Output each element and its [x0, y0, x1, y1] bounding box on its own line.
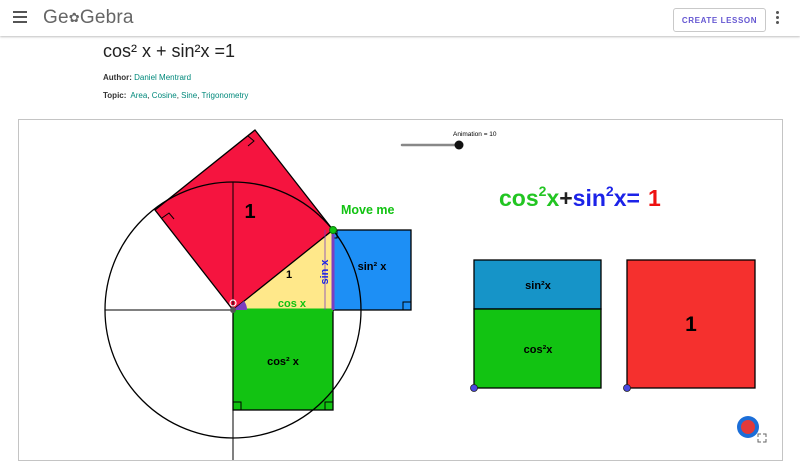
unit-square-label: 1	[244, 201, 255, 223]
equation-cos-x: x	[546, 185, 559, 211]
geogebra-logo[interactable]: Ge✿Gebra	[43, 7, 134, 28]
page-title: cos² x + sin²x =1	[103, 41, 236, 61]
stack-cos-squared-rect	[473, 308, 602, 389]
topic-separator: ,	[176, 91, 179, 100]
right-angle-mark	[247, 135, 255, 147]
sin-squared-label: sin² x	[358, 261, 388, 273]
move-me-label: Move me	[341, 203, 395, 217]
identity-equation: cos2x+sin2x=1	[499, 183, 661, 211]
equation-cos: cos	[499, 185, 539, 211]
create-lesson-button[interactable]: CREATE LESSON	[673, 8, 766, 32]
more-options-icon[interactable]	[776, 11, 780, 25]
origin-point	[230, 307, 236, 313]
topic-link-trigonometry[interactable]: Trigonometry	[201, 91, 249, 100]
fullscreen-icon[interactable]	[757, 433, 767, 443]
avatar-inner	[741, 420, 755, 434]
stack-sin-squared-rect	[473, 259, 602, 310]
topic-separator: ,	[147, 91, 150, 100]
cos-squared-label: cos² x	[267, 356, 300, 368]
stack-base-point[interactable]	[470, 384, 478, 392]
stack-sin-squared-label: sin²x	[525, 280, 552, 292]
equation-one: 1	[648, 185, 661, 211]
geogebra-applet[interactable]: Animation = 10 Move me	[18, 119, 783, 461]
slider-label: Animation = 10	[453, 131, 497, 138]
unit-square-base-point[interactable]	[623, 384, 631, 392]
topic-link-area[interactable]: Area	[130, 91, 148, 100]
right-angle-mark	[233, 401, 242, 410]
equation-sin-x: x	[614, 185, 627, 211]
cos-x-label: cos x	[278, 298, 307, 310]
stack-cos-squared-label: cos²x	[524, 344, 554, 356]
right-angle-mark	[324, 401, 333, 410]
animation-slider-handle[interactable]	[454, 140, 464, 150]
hypotenuse-label: 1	[286, 269, 292, 281]
right-angle-mark	[161, 212, 175, 220]
topic-link-sine[interactable]: Sine	[181, 91, 198, 100]
author-link[interactable]: Daniel Mentrard	[134, 73, 192, 82]
hypotenuse-line	[232, 229, 334, 311]
top-bar: Ge✿Gebra CREATE LESSON	[0, 0, 800, 36]
right-angle-mark	[402, 301, 411, 310]
topic-link-cosine[interactable]: Cosine	[151, 91, 177, 100]
equation-sin: sin	[573, 185, 606, 211]
move-me-point[interactable]	[329, 226, 337, 234]
applet-canvas[interactable]: Animation = 10 Move me	[19, 120, 782, 460]
equation-plus: +	[559, 185, 572, 211]
topic-separator: ,	[197, 91, 200, 100]
author-label: Author:	[103, 73, 132, 82]
angle-point	[229, 299, 237, 307]
equation-sin-exponent: 2	[606, 183, 614, 199]
unit-area-label: 1	[685, 313, 697, 336]
unit-area-square	[626, 259, 756, 389]
angle-marker	[233, 301, 248, 310]
author-line: Author: Daniel Mentrard	[103, 73, 191, 82]
sin-x-label: sin x	[319, 259, 331, 285]
equation-equals: =	[627, 185, 640, 211]
topic-line: Topic: Area, Cosine, Sine, Trigonometry	[103, 91, 248, 100]
equation-cos-exponent: 2	[539, 183, 547, 199]
hamburger-menu-icon[interactable]	[13, 11, 27, 23]
topic-label: Topic:	[103, 91, 127, 100]
